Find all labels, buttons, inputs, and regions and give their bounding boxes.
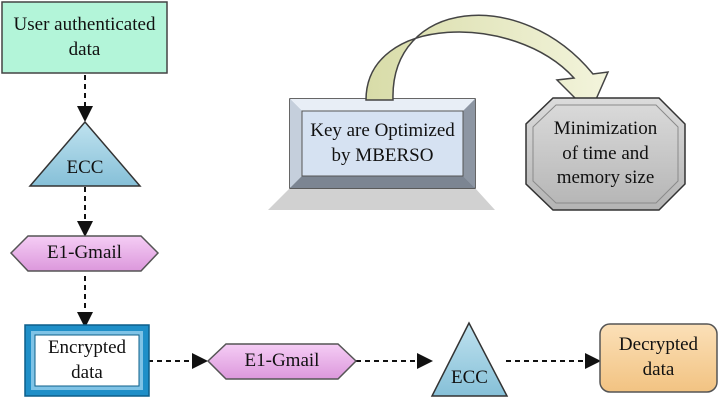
ecc-bottom-label: ECC (451, 366, 488, 388)
gmail-left-hexagon (9, 235, 160, 272)
gmail-bottom-hexagon (206, 343, 358, 380)
auth-box-shape (1, 1, 168, 74)
key-box-label: Key are Optimized by MBERSO (310, 119, 455, 166)
gmail-bottom-label: E1-Gmail (244, 350, 320, 372)
ecc-top-label: ECC (66, 156, 104, 178)
minimization-label: Minimization of time and memory size (553, 117, 658, 189)
auth-box-label: User authenticated data (13, 13, 156, 60)
ecc-top-triangle (28, 120, 142, 187)
minimization-octagon (525, 97, 686, 211)
key-box-shadow (268, 188, 495, 210)
ecc-bottom-triangle (430, 321, 509, 397)
decrypted-label: Decrypted data (618, 334, 699, 380)
gmail-left-label: E1-Gmail (47, 242, 122, 264)
encrypted-label: Encrypted data (47, 336, 127, 383)
curved-arrow (365, 14, 610, 115)
decrypted-box-shape (599, 323, 718, 393)
